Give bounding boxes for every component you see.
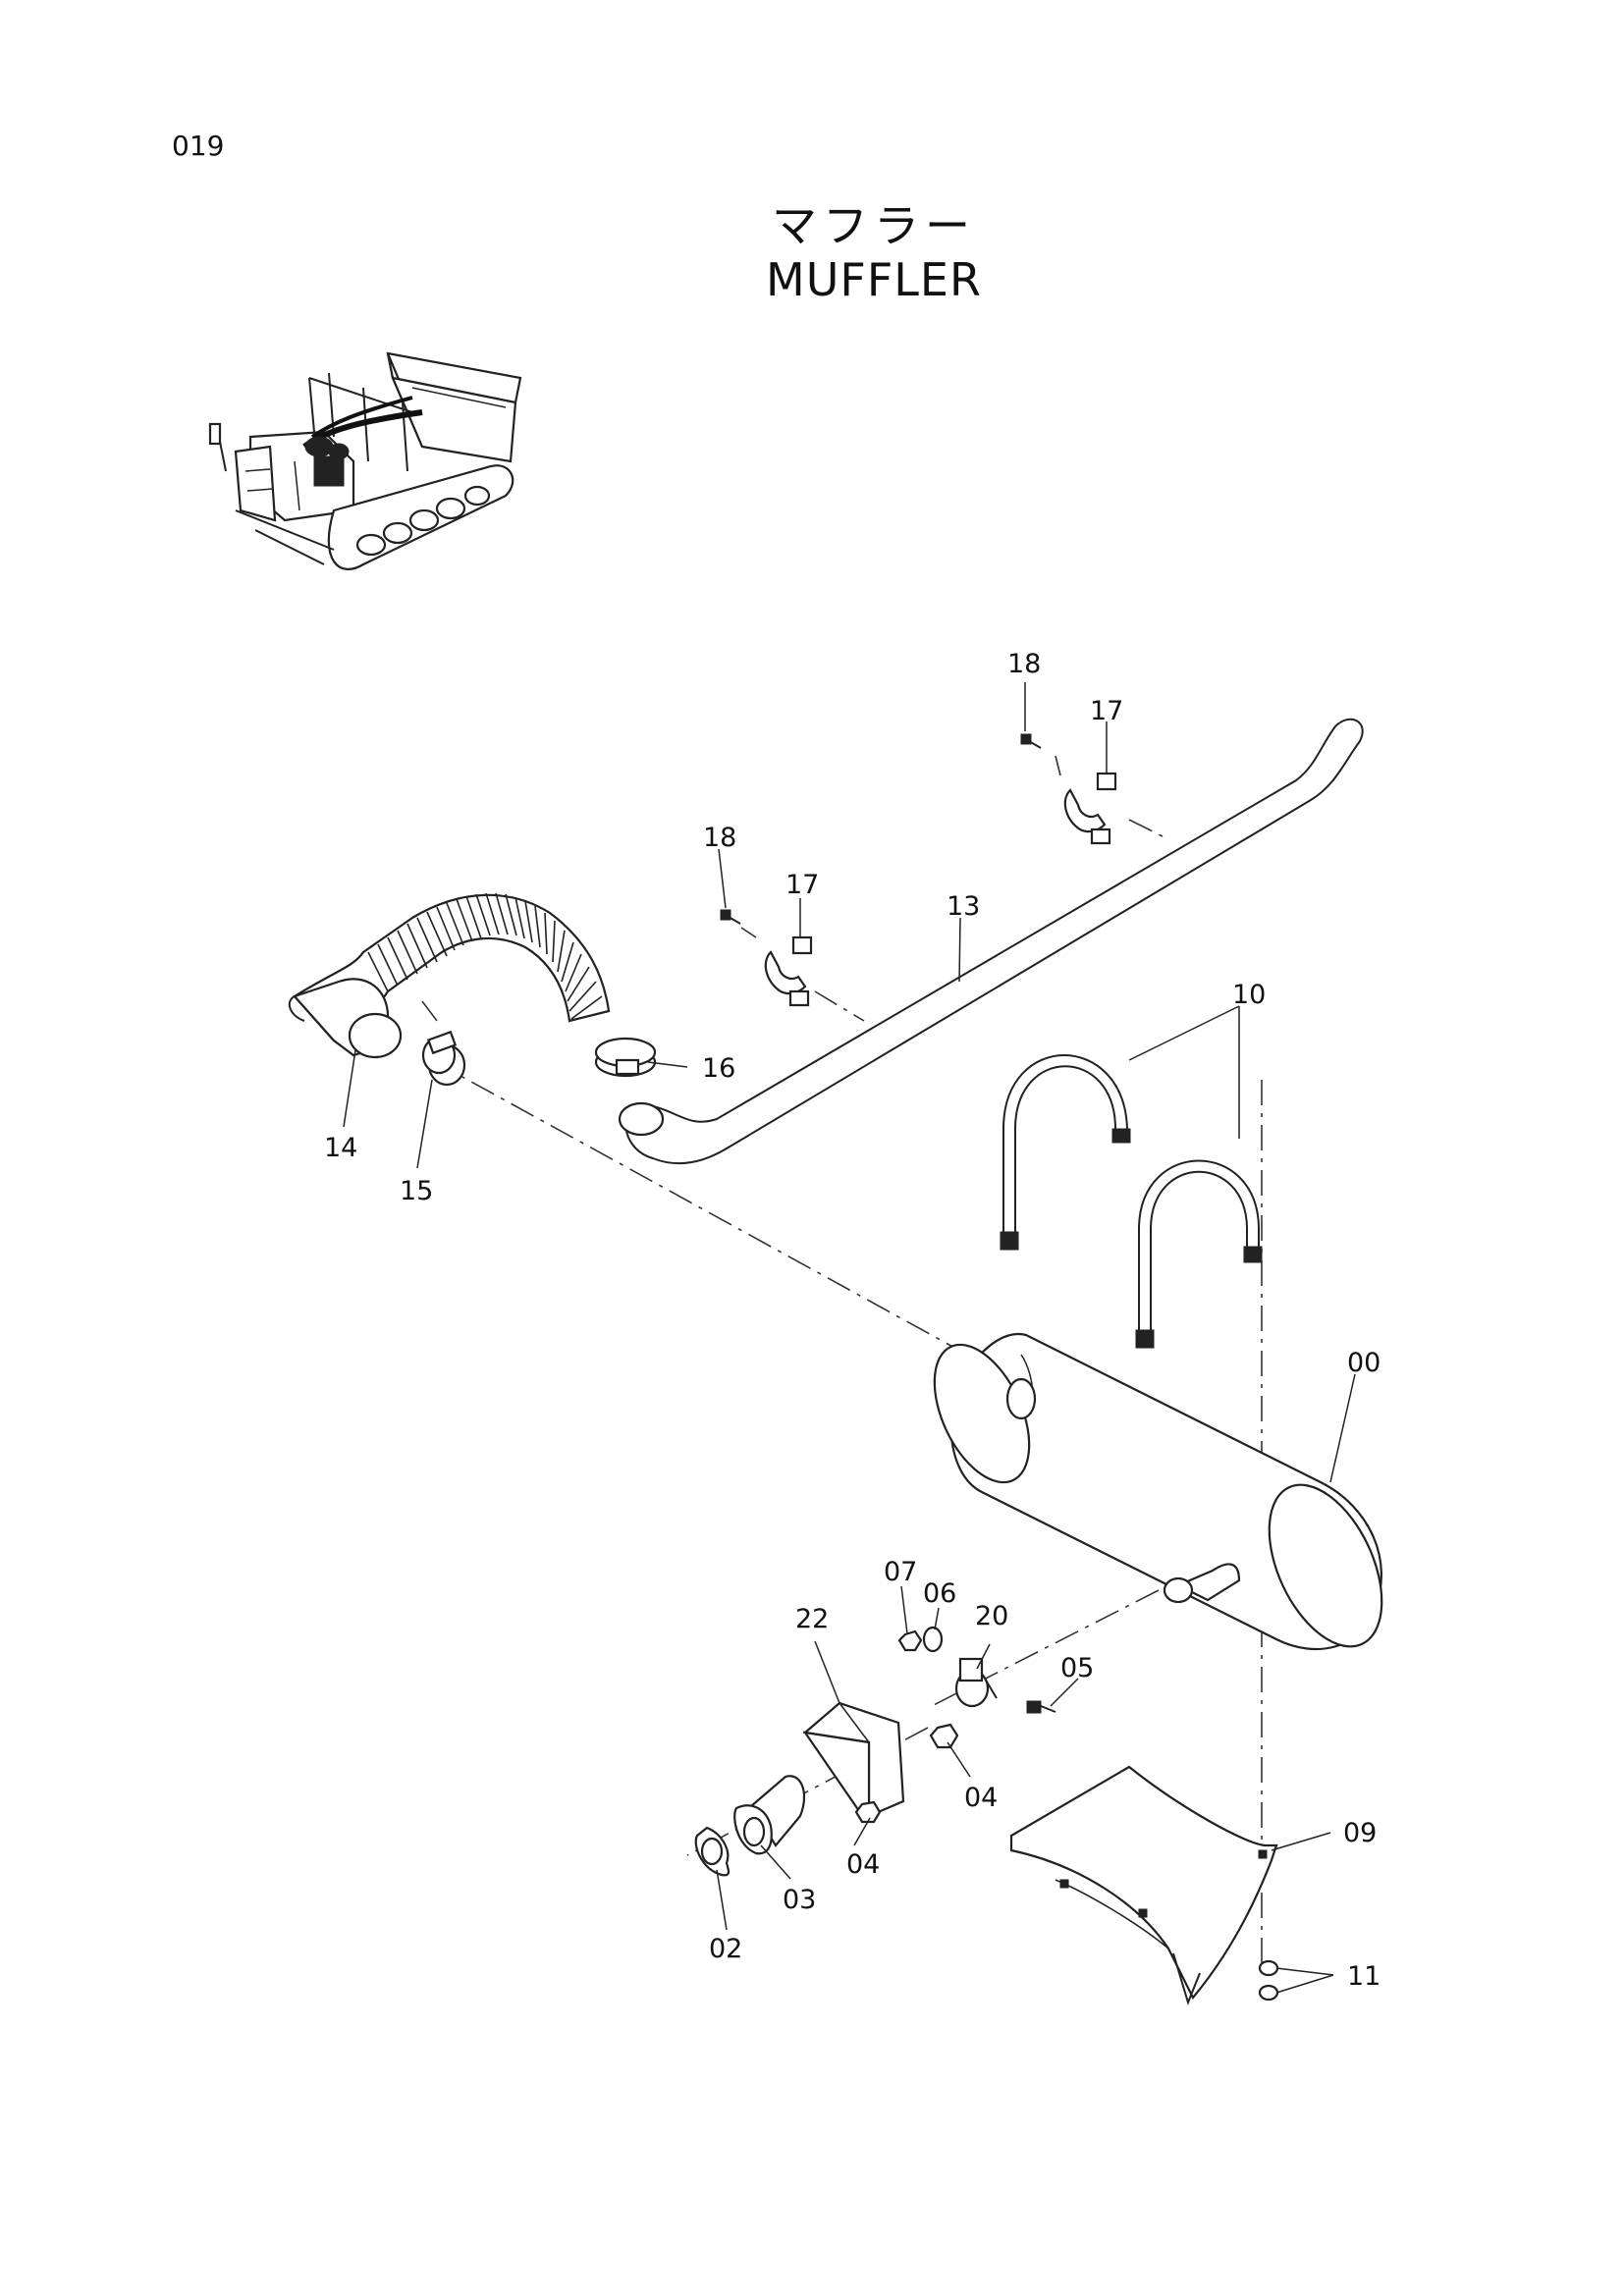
label-screw-upper: 18 [1007,649,1041,679]
gasket [694,1826,731,1877]
label-nuts-11: 11 [1347,1961,1380,1992]
label-clamp: 16 [702,1053,735,1084]
label-nut-07: 07 [884,1557,917,1587]
label-pipe-flange-03: 03 [783,1885,816,1915]
pipe-flange [733,1775,805,1855]
vehicle-locator-illustration [208,351,522,570]
screw-lower [720,909,741,925]
pipe-clamp-lower [764,935,813,1007]
leader-lines [343,682,1356,1994]
clamp [594,1037,657,1078]
label-nut-04a: 04 [846,1849,880,1880]
washer-06 [922,1626,944,1653]
title-english: MUFFLER [766,253,982,306]
nut-04b [929,1723,959,1749]
title-japanese: マフラー [772,199,976,252]
screw-upper [1020,733,1042,749]
pipe-clamp-upper [1063,772,1117,845]
tail-pipe [618,718,1364,1165]
hose-clamp [421,1030,466,1087]
label-bolt-05: 05 [1060,1653,1094,1683]
label-muffler: 00 [1347,1348,1380,1378]
muffler [933,1332,1383,1651]
label-gasket-02: 02 [709,1934,742,1964]
label-nut-04b: 04 [964,1783,998,1813]
label-bracket-09: 09 [1343,1818,1377,1848]
label-flex-hose: 14 [324,1133,357,1163]
label-hose-clamp: 15 [400,1176,433,1206]
nuts [1258,1959,1279,2002]
label-screw-lower: 18 [703,823,736,853]
label-pipe-clamp-lower: 17 [785,870,819,900]
u-bolts [1000,1054,1263,1349]
nut-07 [897,1629,923,1652]
label-washer-06: 06 [923,1578,956,1609]
bolt-05 [1026,1700,1056,1714]
label-band-clamp-20: 20 [975,1601,1008,1631]
label-tail-pipe: 13 [947,891,980,922]
band-clamp-20 [954,1657,998,1708]
label-pipe-clamp-upper: 17 [1090,696,1123,726]
muffler-bracket [1009,1765,1278,2006]
label-u-bolts: 10 [1232,980,1266,1010]
nut-04a [854,1800,882,1824]
label-cover-22: 22 [795,1604,829,1634]
page-number: 019 [172,130,225,162]
flexible-hose [288,892,611,1059]
cover [802,1701,905,1818]
